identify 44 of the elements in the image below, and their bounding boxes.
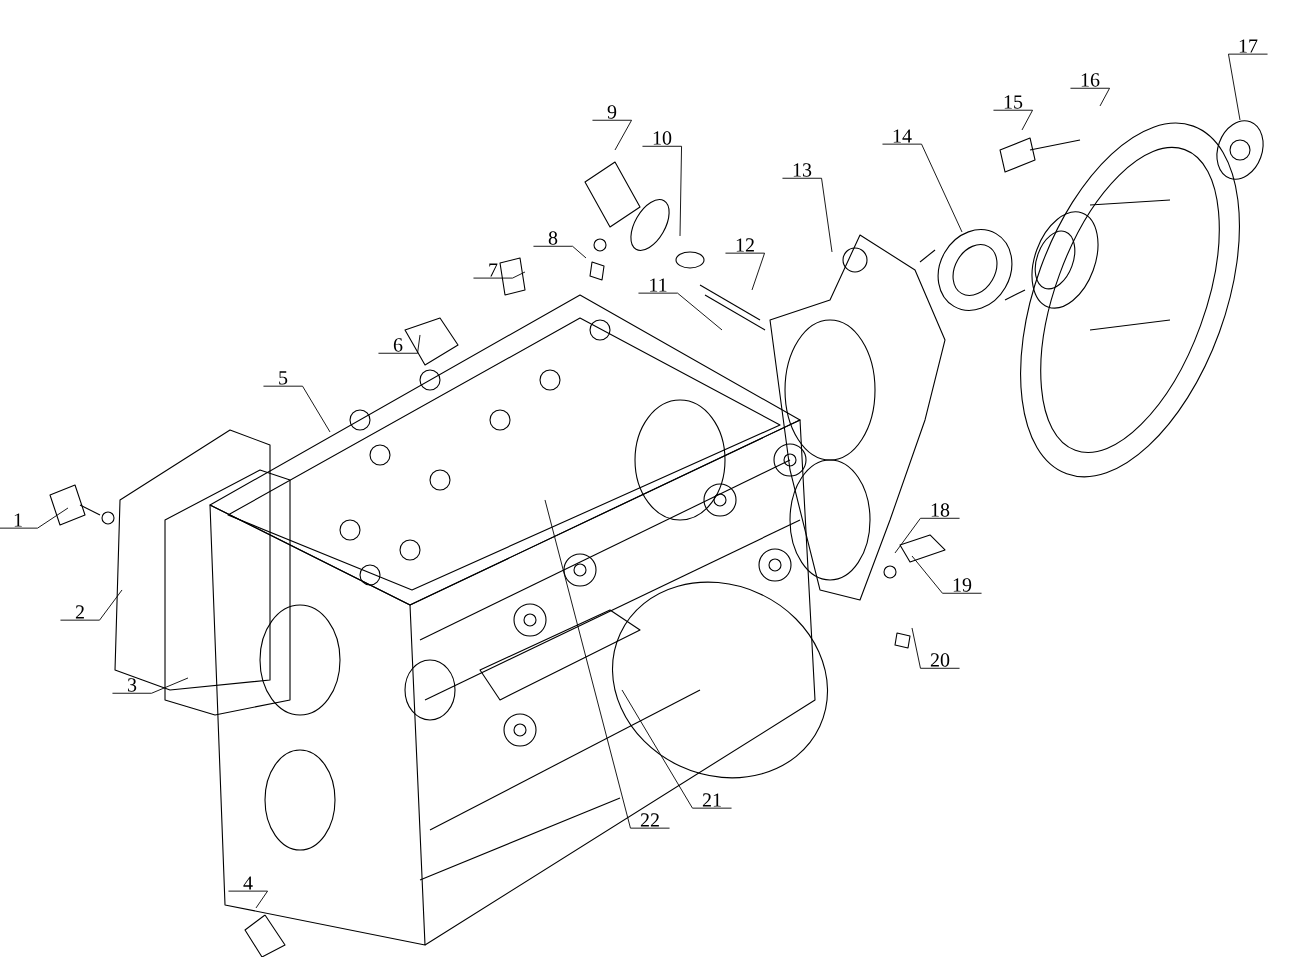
callout-number: 14 [882,129,922,145]
leader-line [512,271,526,279]
callout-number: 2 [60,605,100,621]
callout-number: 8 [533,231,573,247]
callout-number: 18 [920,503,960,519]
callout-number: 19 [942,578,982,594]
callout-number: 21 [692,793,732,809]
leader-line [821,177,833,253]
leader-line [894,517,921,554]
leader-line [417,334,421,354]
leader-line [677,292,723,331]
callout-number: 6 [378,338,418,354]
callout-number: 1 [0,513,38,529]
callout-number: 7 [473,263,513,279]
callout-number: 12 [725,238,765,254]
leader-line [255,890,268,909]
callout-number: 15 [993,95,1033,111]
callout-number: 9 [592,105,632,121]
leader-line [572,245,587,259]
callout-number: 16 [1070,73,1110,89]
callout-number: 4 [228,876,268,892]
leader-line [614,119,632,151]
callout-number: 11 [638,278,678,294]
callout-number: 3 [112,678,152,694]
callout-number: 5 [263,371,303,387]
callout-number: 17 [1228,39,1268,55]
leader-line [1021,109,1033,131]
callout-number: 10 [642,131,682,147]
leader-line [911,627,921,669]
callout-number: 13 [782,163,822,179]
leader-line [37,507,69,529]
leader-line [1228,53,1241,121]
leader-line [921,143,963,233]
leader-line [751,252,765,291]
callout-number: 22 [630,813,670,829]
leader-line [151,677,189,694]
leader-line [99,589,123,621]
leader-line [544,499,631,829]
leader-line [679,145,682,237]
leader-line [302,385,331,433]
leader-line [621,689,693,809]
callout-number: 20 [920,653,960,669]
leader-line [911,555,943,594]
leader-line [1099,87,1110,107]
